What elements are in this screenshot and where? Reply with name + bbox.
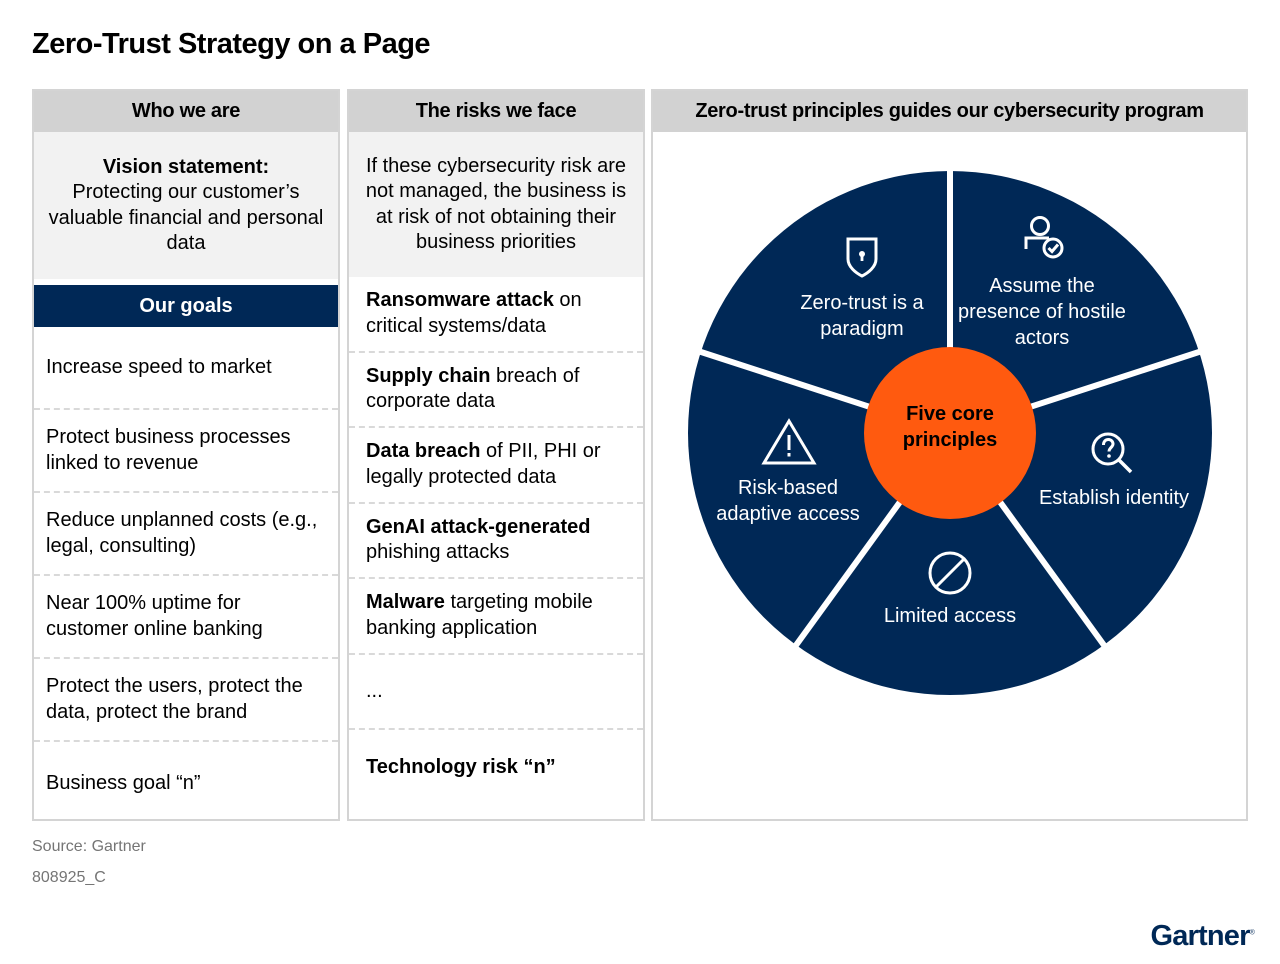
who-we-are-panel: Who we are Vision statement: Protecting … [32,89,340,821]
risk-text: breach of corporate data [366,364,580,413]
risk-item: Supply chain breach of corporate data [349,353,643,428]
risk-item: GenAI attack-generated phishing attacks [349,504,643,579]
risk-item: ... [349,655,643,730]
center-label: Five core principles [902,403,998,451]
risks-list: Ransomware attack on critical systems/da… [349,277,643,806]
risk-text: targeting mobile banking application [366,591,593,639]
figure-id: 808925_C [32,869,106,886]
user-check-icon [1024,216,1064,259]
segment-label-establish-identity: Establish identity [1038,487,1190,509]
goal-item: Near 100% uptime for customer online ban… [34,576,338,659]
risk-text: on critical systems/data [366,289,582,337]
vision-label: Vision statement: [102,155,270,178]
risk-text: of PII, PHI or legally protected data [366,440,601,488]
magnifier-question-icon [1091,432,1133,474]
risk-text: phishing attacks [366,541,510,564]
risk-bold: Data breach [366,440,481,463]
risks-intro: If these cybersecurity risk are not mana… [349,132,643,277]
risk-bold: Supply chain [366,364,491,387]
vision-text: Protecting our customer’s valuable finan… [48,181,324,254]
segment-label-hostile-actors: Assume the presence of hostile actors [958,275,1126,349]
warning-triangle-icon [761,418,817,465]
risk-item: Data breach of PII, PHI or legally prote… [349,428,643,504]
risk-item: Technology risk “n” [349,730,643,806]
who-we-are-header: Who we are [34,91,338,132]
vision-statement: Vision statement: Protecting our custome… [34,132,338,279]
principles-panel: Zero-trust principles guides our cyberse… [651,89,1248,821]
principles-wheel: Five core principles Zero-trust is a par… [653,132,1246,819]
risk-bold: Ransomware attack [366,289,554,312]
principles-header: Zero-trust principles guides our cyberse… [653,91,1246,132]
page-title: Zero-Trust Strategy on a Page [32,28,431,60]
source-note: Source: Gartner [32,838,146,855]
goals-list: Increase speed to market Protect busines… [34,327,338,825]
segment-label-zero-trust: Zero-trust is a paradigm [800,292,924,340]
risk-item: Ransomware attack on critical systems/da… [349,277,643,353]
goal-item: Increase speed to market [34,327,338,410]
goals-header: Our goals [34,285,338,327]
goal-item: Protect the users, protect the data, pro… [34,659,338,742]
gartner-logo: Gartner® [1150,920,1254,953]
goal-item: Protect business processes linked to rev… [34,410,338,493]
segment-label-risk-based: Risk-based adaptive access [716,477,860,525]
risk-bold: Technology risk “n” [366,756,556,778]
risk-item: Malware targeting mobile banking applica… [349,579,643,655]
risk-bold: GenAI attack-generated [366,515,591,538]
risks-header: The risks we face [349,91,643,132]
risk-text: ... [366,679,383,702]
goal-item: Business goal “n” [46,771,201,794]
risks-panel: The risks we face If these cybersecurity… [347,89,645,821]
logo-text: Gartner [1150,920,1250,952]
risk-bold: Malware [366,591,445,614]
prohibited-icon [928,551,972,595]
registered-mark: ® [1249,929,1255,937]
segment-label-limited-access: Limited access [883,605,1017,627]
goal-item: Reduce unplanned costs (e.g., legal, con… [34,493,338,576]
shield-keyhole-icon [846,237,878,278]
wheel-graphic [688,168,1212,695]
